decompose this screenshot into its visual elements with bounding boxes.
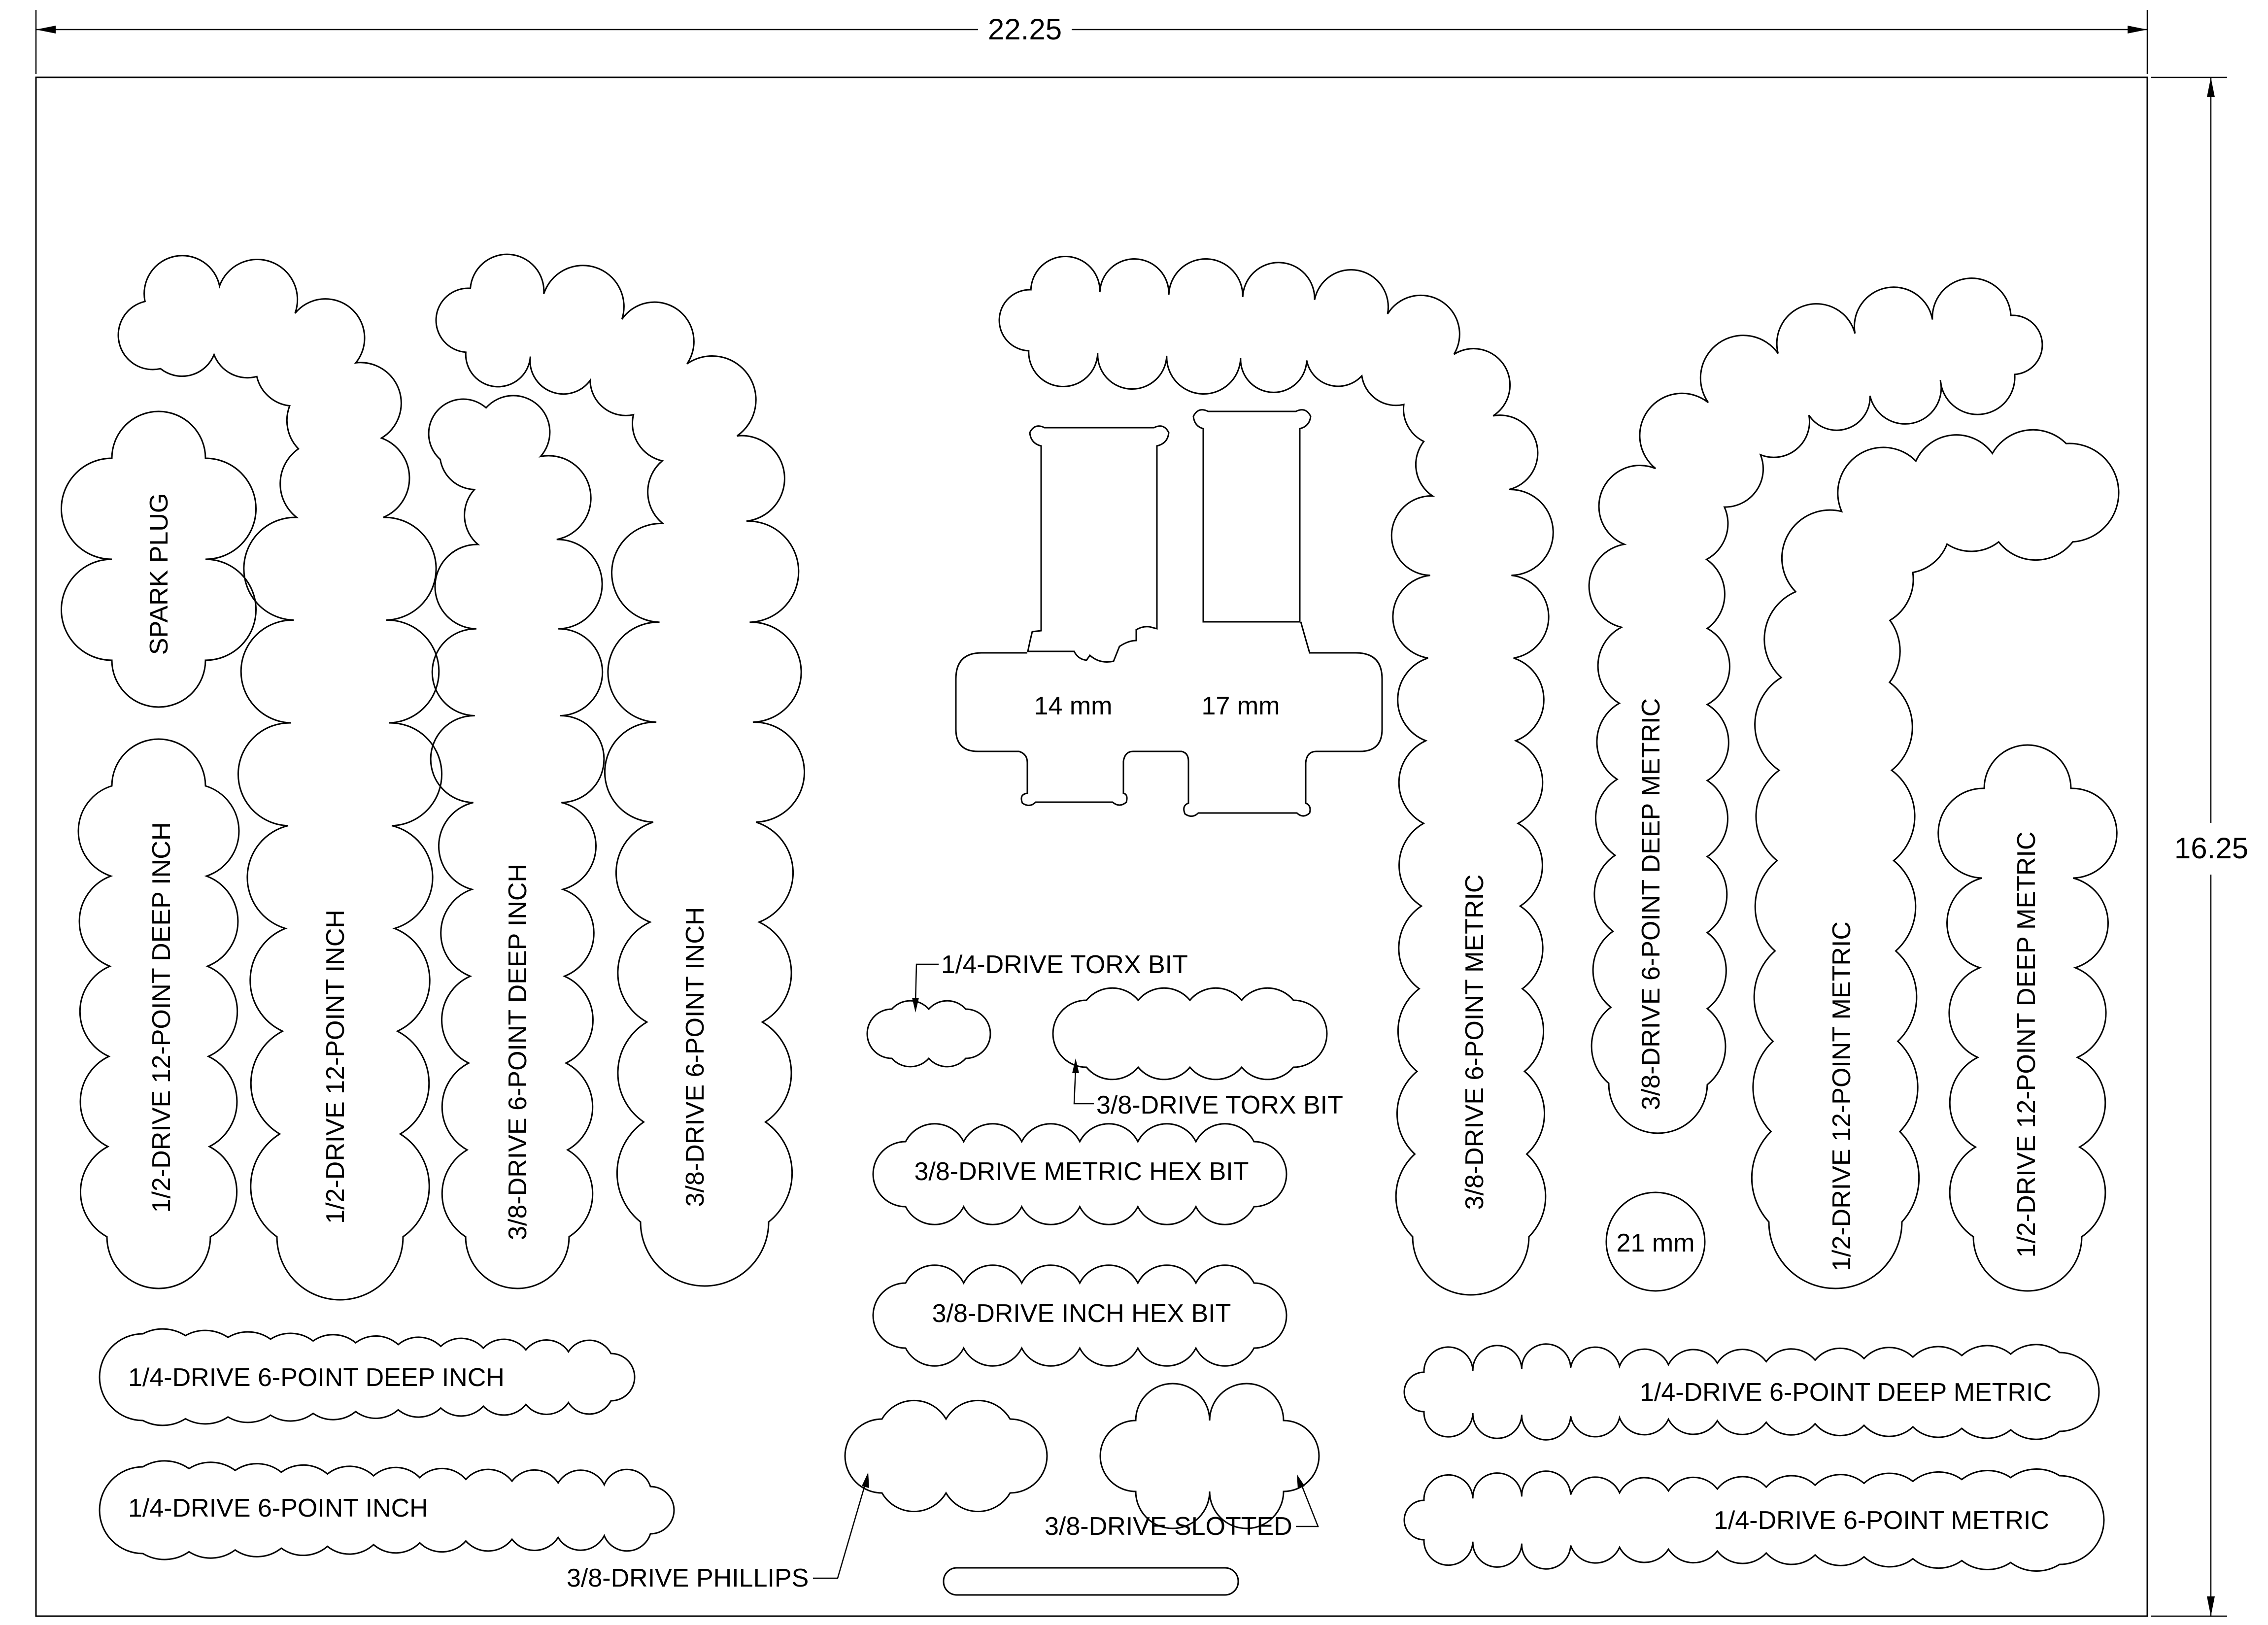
bottom-slot [943, 1567, 1239, 1596]
board-outline [35, 76, 2148, 1617]
pocket-three8-6pt-metric [998, 256, 1554, 1296]
label-spark-plug: SPARK PLUG [145, 493, 173, 655]
pocket-socket-21 [1605, 1191, 1706, 1292]
height-dimension: 16.25 [2151, 76, 2248, 1617]
pocket-half-12pt-deep-inch [77, 738, 240, 1289]
wrench-pocket-right [1192, 409, 1312, 623]
pocket-half-12pt-deep-metric [1937, 744, 2118, 1292]
label-quarter-6pt-metric: 1/4-DRIVE 6-POINT METRIC [1714, 1506, 2049, 1535]
label-three8-6pt-deep-metric: 3/8-DRIVE 6-POINT DEEP METRIC [1637, 698, 1665, 1110]
pocket-quarter-6pt-deep-inch [99, 1328, 636, 1426]
width-dimension: 22.25 [35, 10, 2148, 74]
pocket-quarter-torx-bit [866, 1000, 991, 1068]
pocket-quarter-6pt-deep-metric [1403, 1343, 2100, 1441]
pocket-spark-plug [61, 410, 257, 708]
pocket-three8-6pt-deep-metric [1588, 277, 2043, 1134]
label-three8-6pt-deep-inch: 3/8-DRIVE 6-POINT DEEP INCH [504, 864, 532, 1240]
pocket-three8-6pt-inch [435, 253, 806, 1287]
label-quarter-6pt-deep-metric: 1/4-DRIVE 6-POINT DEEP METRIC [1640, 1378, 2052, 1407]
pocket-half-12pt-metric [1751, 429, 2120, 1289]
pocket-quarter-6pt-inch [99, 1460, 675, 1560]
label-three8-6pt-inch: 3/8-DRIVE 6-POINT INCH [681, 907, 710, 1207]
pocket-half-12pt-inch [117, 255, 443, 1301]
label-three8-torx-bit: 3/8-DRIVE TORX BIT [1096, 1091, 1343, 1119]
height-dimension-label: 16.25 [2174, 832, 2248, 865]
pocket-three8-phillips [844, 1399, 1048, 1513]
label-three8-slotted: 3/8-DRIVE SLOTTED [1045, 1512, 1292, 1541]
label-three8-6pt-metric: 3/8-DRIVE 6-POINT METRIC [1460, 875, 1489, 1210]
label-quarter-torx-bit: 1/4-DRIVE TORX BIT [941, 950, 1188, 979]
label-three8-inch-hex-bit: 3/8-DRIVE INCH HEX BIT [932, 1299, 1231, 1328]
label-half-12pt-inch: 1/2-DRIVE 12-POINT INCH [321, 910, 350, 1224]
pocket-three8-metric-hex-bit [872, 1123, 1287, 1225]
label-half-12pt-deep-inch: 1/2-DRIVE 12-POINT DEEP INCH [147, 822, 176, 1213]
leader-lines [813, 963, 1319, 1579]
label-wrench-14: 14 mm [1034, 692, 1113, 720]
label-three8-metric-hex-bit: 3/8-DRIVE METRIC HEX BIT [914, 1157, 1249, 1186]
label-quarter-6pt-inch: 1/4-DRIVE 6-POINT INCH [128, 1494, 428, 1523]
label-half-12pt-deep-metric: 1/2-DRIVE 12-POINT DEEP METRIC [2012, 832, 2041, 1258]
pocket-three8-torx-bit [1052, 987, 1328, 1081]
label-wrench-17: 17 mm [1202, 692, 1280, 720]
pocket-quarter-6pt-metric [1403, 1468, 2105, 1572]
pocket-three8-inch-hex-bit [872, 1264, 1287, 1367]
label-quarter-6pt-deep-inch: 1/4-DRIVE 6-POINT DEEP INCH [128, 1363, 505, 1392]
pocket-three8-6pt-deep-inch [428, 395, 605, 1289]
label-socket-21: 21 mm [1617, 1229, 1695, 1257]
wrench-pocket [1027, 425, 1170, 663]
width-dimension-label: 22.25 [988, 13, 1062, 46]
wrench-pocket-body [955, 621, 1383, 817]
pocket-three8-slotted [1099, 1383, 1320, 1529]
tool-cutouts [61, 253, 2120, 1572]
label-three8-phillips: 3/8-DRIVE PHILLIPS [567, 1564, 809, 1592]
label-half-12pt-metric: 1/2-DRIVE 12-POINT METRIC [1828, 921, 1856, 1271]
